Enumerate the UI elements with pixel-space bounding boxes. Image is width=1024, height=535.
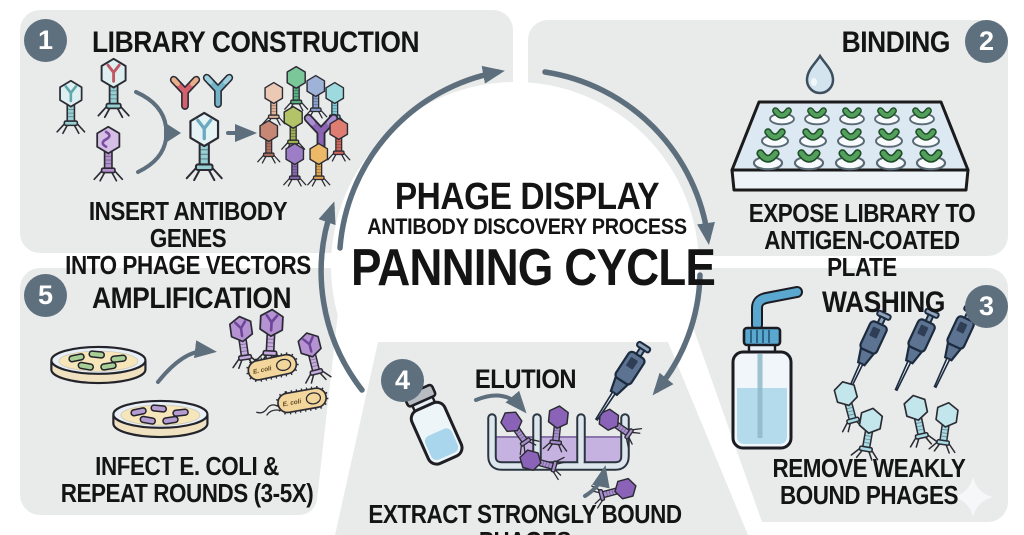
step-2-number: 2 [965,20,1008,63]
step-4-number: 4 [381,359,424,402]
vial-icon [403,383,464,466]
petri-dish-purple [112,399,209,439]
release-arrow [583,465,610,498]
cycle-arrows [318,65,715,396]
center-title: PHAGE DISPLAY [394,176,660,218]
amplify-arrow [156,340,217,384]
ecoli-2 [256,387,327,418]
step-4-title: ELUTION [474,364,577,394]
library-construction-illustration [57,59,351,187]
center-subtitle: ANTIBODY DISCOVERY PROCESS [367,214,687,239]
step-4-caption: EXTRACT STRONGLY BOUND PHAGES [368,501,682,535]
petri-dish-green [50,345,147,385]
wash-bottle-icon [731,286,803,450]
washing-illustration [731,286,982,462]
arrow-step1-to-step2 [337,65,505,251]
step-5-caption: INFECT E. COLI &REPEAT ROUNDS (3-5X) [60,453,314,509]
step-1-number: 1 [24,19,67,62]
pour-arrow [474,390,527,414]
arrow-step2-to-step3 [542,69,715,245]
step-2-title: BINDING [841,26,951,59]
elution-illustration [403,338,654,509]
step-5-number: 5 [24,274,67,317]
step-1-title: LIBRARY CONSTRUCTION [92,26,420,59]
arrow-step3-to-step4 [652,272,703,396]
amplification-illustration [50,309,331,439]
step-3-title: WASHING [821,286,946,319]
step-3-number: 3 [965,285,1008,328]
center-main-title: PANNING CYCLE [351,239,716,297]
arrow-step5-to-step1 [318,201,365,393]
step-5-title: AMPLIFICATION [92,282,292,315]
binding-illustration [730,53,970,192]
sparkle-icon [953,477,993,517]
antigen-plate-icon [730,100,970,192]
